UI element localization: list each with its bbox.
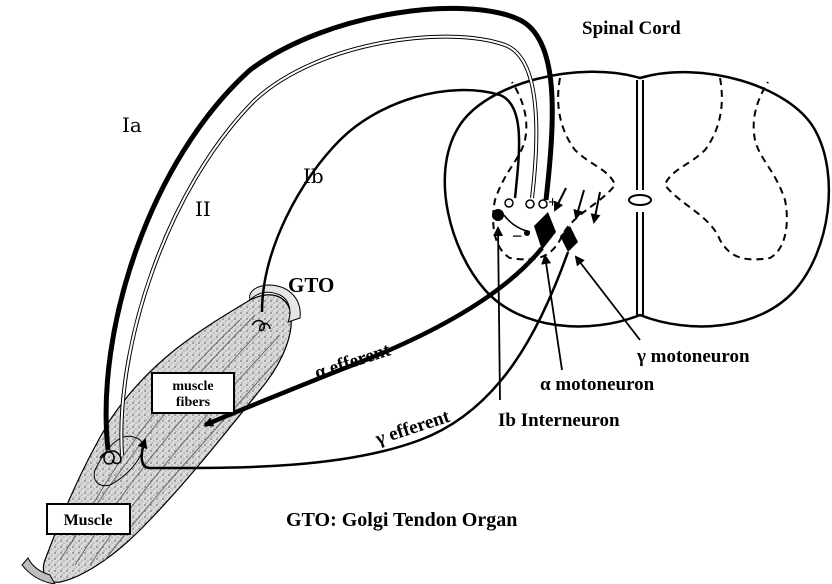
ia-terminal [539,200,547,208]
gray-matter-right [665,78,787,259]
gamma-motoneuron-label: γ motoneuron [636,346,750,367]
inhibitory-sign: − [512,226,522,246]
alpha-motoneuron-soma [534,212,556,250]
inhibitory-synapse [524,230,530,236]
alpha-efferent-label: α efferent [312,339,394,383]
excitatory-sign: + [548,194,557,211]
muscle-body [22,285,300,584]
gamma-motoneuron-soma [560,226,578,252]
muscle-fibers-label-line2: fibers [176,395,211,410]
gto-label: GTO [288,273,334,297]
gto-legend: GTO: Golgi Tendon Organ [286,509,517,531]
spinal-cord-label: Spinal Cord [582,18,681,39]
ib-interneuron-label: Ib Interneuron [498,410,620,431]
muscle-fibers-label-line1: muscle [172,379,213,394]
ia-label: Ia [122,113,142,137]
ib-interneuron-soma [492,209,504,221]
ib-label: Ib [303,164,324,188]
alpha-motoneuron-label: α motoneuron [540,374,655,395]
descending-input-3 [594,192,600,222]
pointer-ib-interneuron [498,228,500,400]
median-fissure [637,80,643,315]
muscle-belly [43,295,291,582]
muscle-box: Muscle [47,504,130,534]
ii-label: II [195,197,211,221]
muscle-fibers-box: muscle fibers [152,373,234,413]
muscle-label: Muscle [64,512,113,529]
ib-terminal [505,199,513,207]
ii-terminal [526,200,534,208]
central-canal [629,195,651,205]
